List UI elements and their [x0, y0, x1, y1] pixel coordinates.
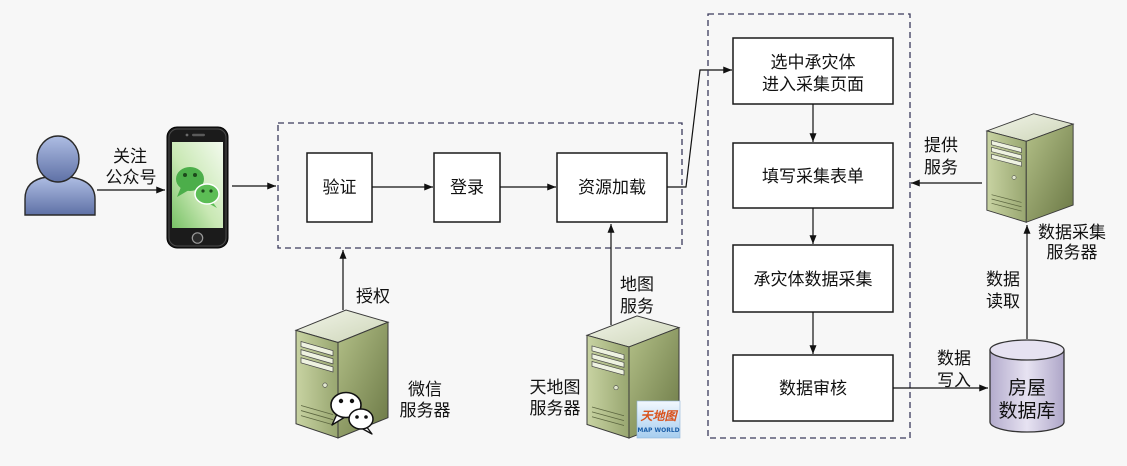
bubble-eye — [193, 173, 197, 177]
provide-service-label-line1: 提供 — [924, 136, 958, 155]
login-flow-group — [277, 122, 683, 249]
data-write-label-line2: 写入 — [937, 371, 971, 390]
bubble-eye — [183, 173, 187, 177]
node-select-object-box — [732, 37, 894, 105]
map-world-logo-title: 天地图 — [640, 409, 678, 423]
map-service-label-line1: 地图 — [620, 275, 654, 294]
node-login-label: 登录 — [450, 178, 484, 197]
user-body — [24, 176, 96, 216]
node-load-resources-label: 资源加载 — [578, 178, 646, 197]
node-review-data-label: 数据审核 — [779, 379, 847, 398]
chat-bubble-large — [176, 167, 204, 191]
data-write-label-line1: 数据 — [937, 349, 971, 368]
server-icon — [986, 113, 1074, 223]
wechat-server-label-line2: 服务器 — [400, 401, 451, 420]
node-verify-label: 验证 — [323, 178, 357, 197]
phone-home-button — [191, 232, 204, 244]
node-select-object-line2: 进入采集页面 — [762, 75, 864, 94]
node-fill-form-box — [732, 142, 894, 209]
collection-server-icon — [986, 113, 1074, 223]
node-load-resources: 资源加载 — [556, 152, 668, 223]
node-verify: 验证 — [306, 152, 373, 223]
node-collect-data-label: 承灾体数据采集 — [754, 270, 873, 289]
node-review-data: 数据审核 — [732, 354, 894, 422]
wechat-server-icon — [295, 309, 389, 439]
node-review-data-box — [732, 354, 894, 422]
database-label-line1: 房屋 — [1008, 377, 1046, 399]
phone-camera — [185, 133, 189, 137]
provide-service-label-line2: 服务 — [924, 158, 958, 177]
wechat-server-label-line1: 微信 — [408, 380, 442, 399]
database-icon: 房屋 数据库 — [989, 339, 1065, 433]
wechat-logo-icon — [176, 167, 220, 208]
collection-flow-group — [707, 13, 911, 439]
database-body — [989, 350, 1065, 433]
database-top — [989, 339, 1065, 361]
node-verify-box — [306, 152, 373, 223]
user-icon — [24, 135, 96, 216]
node-login-box — [433, 152, 501, 223]
data-read-label-line1: 数据 — [986, 270, 1020, 289]
node-select-object: 选中承灾体 进入采集页面 — [732, 37, 894, 105]
bubble-eye — [209, 189, 213, 193]
phone-speaker — [192, 133, 205, 137]
node-fill-form-label: 填写采集表单 — [762, 167, 864, 186]
bubble-eye — [364, 415, 368, 419]
map-server-label-line1: 天地图 — [530, 378, 581, 397]
bubble-eye — [201, 189, 205, 193]
collection-server-label-line1: 数据采集 — [1038, 223, 1106, 242]
edge-load-resources-to-select-object — [667, 66, 732, 188]
wechat-logo-icon — [330, 391, 374, 435]
map-server-label-line2: 服务器 — [530, 399, 581, 418]
map-world-logo-subtitle: MAP WORLD — [637, 427, 679, 434]
data-read-label-line2: 读取 — [986, 292, 1020, 311]
database-label-line2: 数据库 — [998, 400, 1055, 422]
node-load-resources-box — [556, 152, 668, 223]
node-fill-form: 填写采集表单 — [732, 142, 894, 209]
node-collect-data-box — [732, 244, 894, 313]
follow-label-line2: 公众号 — [106, 168, 157, 187]
node-login: 登录 — [433, 152, 501, 223]
chat-bubble-small — [348, 408, 374, 430]
wechat-phone-icon — [166, 126, 229, 249]
bubble-eye — [355, 415, 359, 419]
chat-bubble-small — [194, 183, 220, 205]
node-select-object-line1: 选中承灾体 — [771, 53, 856, 72]
phone-bezel — [168, 128, 227, 247]
map-world-logo-bg — [636, 400, 681, 439]
map-world-logo: 天地图 MAP WORLD — [636, 400, 681, 439]
bubble-eye — [349, 398, 355, 404]
authorize-label: 授权 — [356, 287, 390, 306]
map-service-label-line2: 服务 — [620, 297, 654, 316]
user-head — [36, 135, 80, 183]
map-server-icon: 天地图 MAP WORLD — [586, 315, 681, 439]
follow-label-line1: 关注 — [113, 147, 147, 166]
node-collect-data: 承灾体数据采集 — [732, 244, 894, 313]
collection-server-label-line2: 服务器 — [1047, 243, 1098, 262]
bubble-eye — [338, 398, 344, 404]
